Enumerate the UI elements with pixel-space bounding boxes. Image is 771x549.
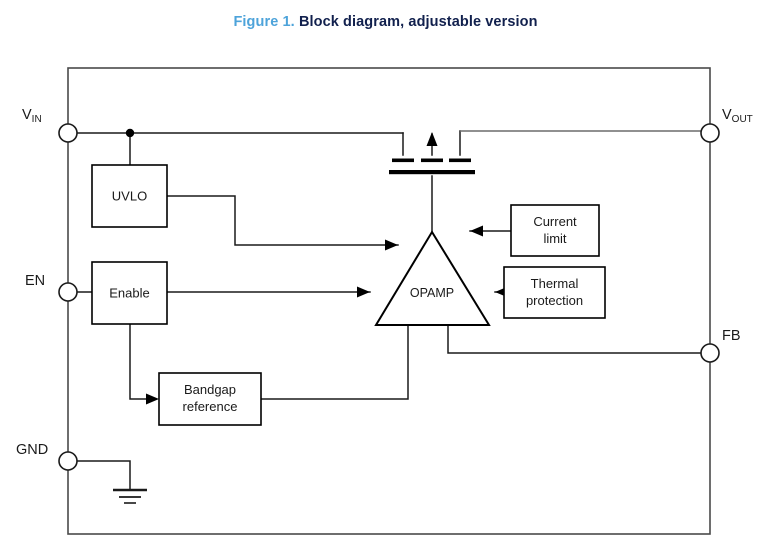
current-limit-label-line1: Current xyxy=(533,214,577,229)
wire-uvlo-to-opamp xyxy=(166,195,399,246)
arrowhead-currentlimit-to-opamp xyxy=(470,225,483,237)
bandgap-reference-label-line1: Bandgap xyxy=(184,382,236,397)
wire-gnd-to-ground xyxy=(67,460,131,491)
bandgap-reference-label-line2: reference xyxy=(183,399,238,414)
transistor-channel-seg-2 xyxy=(421,158,443,163)
enable-box xyxy=(91,261,168,325)
figure-number: Figure 1. xyxy=(233,14,295,30)
pin-label-vin-text: V xyxy=(22,107,32,123)
figure-caption: Block diagram, adjustable version xyxy=(298,14,538,30)
pin-label-vout-sub: OUT xyxy=(732,114,753,125)
thermal-protection-box xyxy=(503,266,606,319)
enable-label: Enable xyxy=(109,286,149,301)
pin-label-fb: FB xyxy=(722,328,741,344)
arrowhead-enable-to-bandgap xyxy=(146,393,159,405)
arrowhead-enable-to-opamp xyxy=(357,286,370,298)
transistor-channel-seg-3 xyxy=(449,158,471,163)
thermal-protection-label-line1: Thermal xyxy=(531,276,579,291)
transistor-gate-bar xyxy=(389,170,475,175)
pin-terminal-en[interactable] xyxy=(58,282,78,302)
current-limit-label-line2: limit xyxy=(543,231,566,246)
pin-label-vin-sub: IN xyxy=(32,114,42,125)
block-current-limit: Current limit xyxy=(510,204,600,257)
pin-terminal-vin[interactable] xyxy=(58,123,78,143)
pin-terminal-gnd[interactable] xyxy=(58,451,78,471)
block-thermal-protection: Thermal protection xyxy=(503,266,606,319)
block-uvlo: UVLO xyxy=(91,164,168,228)
arrowhead-transistor-source xyxy=(426,132,438,146)
uvlo-box xyxy=(91,164,168,228)
arrowhead-uvlo-to-opamp xyxy=(385,239,398,251)
bandgap-reference-box xyxy=(158,372,262,426)
ground-symbol xyxy=(113,488,147,504)
pin-terminals xyxy=(58,123,720,471)
block-enable: Enable xyxy=(91,261,168,325)
pin-terminal-fb[interactable] xyxy=(700,343,720,363)
wire-bandgap-to-opamp xyxy=(260,324,409,400)
page-title: Figure 1. Block diagram, adjustable vers… xyxy=(0,14,771,30)
opamp-triangle xyxy=(374,230,491,326)
pin-label-vout: VOUT xyxy=(722,107,753,125)
pin-label-vin: VIN xyxy=(22,107,42,125)
pin-label-vout-text: V xyxy=(722,107,732,123)
junction-dot-vin xyxy=(125,128,135,138)
current-limit-box xyxy=(510,204,600,257)
thermal-protection-label-line2: protection xyxy=(526,293,583,308)
pin-label-gnd: GND xyxy=(16,442,48,458)
opamp: OPAMP xyxy=(374,230,491,326)
wire-enable-to-bandgap xyxy=(129,323,152,400)
pmos-pass-transistor xyxy=(389,158,475,175)
opamp-label: OPAMP xyxy=(410,286,454,300)
block-bandgap-reference: Bandgap reference xyxy=(158,372,262,426)
pin-label-en: EN xyxy=(25,273,45,289)
uvlo-label: UVLO xyxy=(112,189,147,204)
pin-terminal-vout[interactable] xyxy=(700,123,720,143)
transistor-channel-seg-1 xyxy=(392,158,414,163)
wire-opamp-to-fb xyxy=(447,324,711,354)
